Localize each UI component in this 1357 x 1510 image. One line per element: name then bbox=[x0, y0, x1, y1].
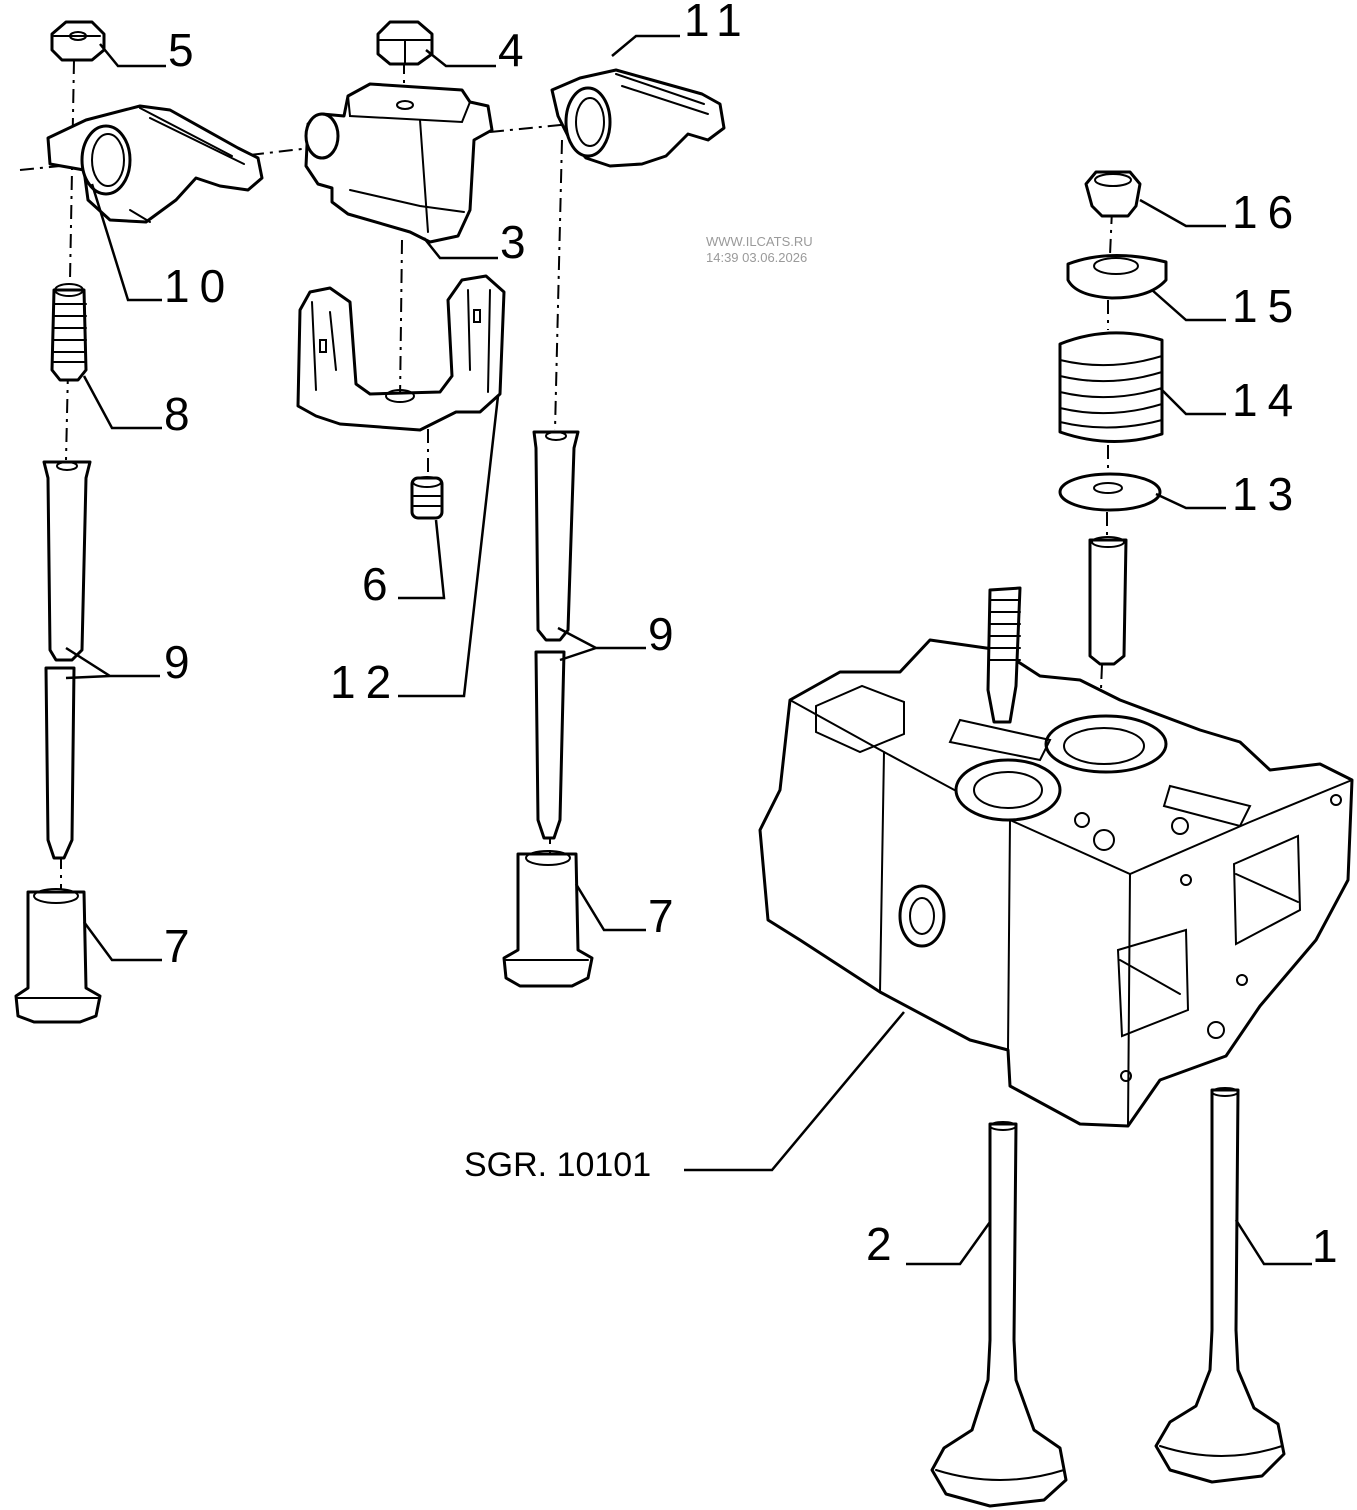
callout-1: 1 bbox=[1312, 1220, 1348, 1272]
cylinder-head bbox=[758, 586, 1354, 1128]
callout-9-right: 9 bbox=[648, 608, 684, 660]
push-rod-part-9-left bbox=[42, 460, 92, 860]
valve-spring-part-14 bbox=[1058, 331, 1164, 444]
callout-7-right: 7 bbox=[648, 890, 684, 942]
valve-part-1 bbox=[1154, 1087, 1286, 1484]
spring-part-8 bbox=[50, 283, 88, 382]
washer-part-13 bbox=[1058, 472, 1162, 512]
callout-12: 12 bbox=[330, 656, 401, 708]
callout-9-left: 9 bbox=[164, 636, 200, 688]
retainer-part-15 bbox=[1066, 253, 1168, 300]
leader-lines bbox=[65, 34, 1312, 1266]
callout-6: 6 bbox=[362, 558, 398, 610]
tappet-part-7-left bbox=[14, 888, 102, 1024]
callout-2: 2 bbox=[866, 1218, 902, 1270]
callout-3: 3 bbox=[500, 216, 536, 268]
callout-numbers: 5 4 11 3 10 8 6 12 9 9 7 7 16 15 14 13 2… bbox=[164, 0, 1348, 1272]
callout-15: 15 bbox=[1232, 280, 1303, 332]
callout-13: 13 bbox=[1232, 468, 1303, 520]
callout-5: 5 bbox=[168, 24, 204, 76]
rocker-arm-part-11 bbox=[550, 68, 726, 168]
nut-part-5 bbox=[50, 20, 106, 62]
nut-part-4 bbox=[376, 20, 434, 66]
tappet-part-7-right bbox=[502, 850, 594, 988]
rocker-arm-part-10 bbox=[46, 104, 264, 224]
callout-4: 4 bbox=[498, 24, 534, 76]
watermark-site: WWW.ILCATS.RU bbox=[706, 234, 813, 249]
callout-16: 16 bbox=[1232, 186, 1303, 238]
assembly-reference: SGR. 10101 bbox=[464, 1146, 651, 1184]
bracket-part-12 bbox=[296, 274, 506, 432]
rocker-support-part-3 bbox=[304, 82, 494, 244]
pin-part-6 bbox=[410, 476, 444, 520]
valve-guide bbox=[1088, 536, 1128, 666]
callout-10: 10 bbox=[164, 260, 235, 312]
callout-7-left: 7 bbox=[164, 920, 200, 972]
watermark: WWW.ILCATS.RU 14:39 03.06.2026 bbox=[706, 234, 813, 265]
valve-part-2 bbox=[930, 1121, 1068, 1508]
push-rod-part-9-right bbox=[532, 430, 580, 840]
callout-8: 8 bbox=[164, 388, 200, 440]
callout-11: 11 bbox=[684, 0, 752, 46]
callout-14: 14 bbox=[1232, 374, 1303, 426]
watermark-timestamp: 14:39 03.06.2026 bbox=[706, 250, 807, 265]
collet-part-16 bbox=[1084, 170, 1142, 218]
